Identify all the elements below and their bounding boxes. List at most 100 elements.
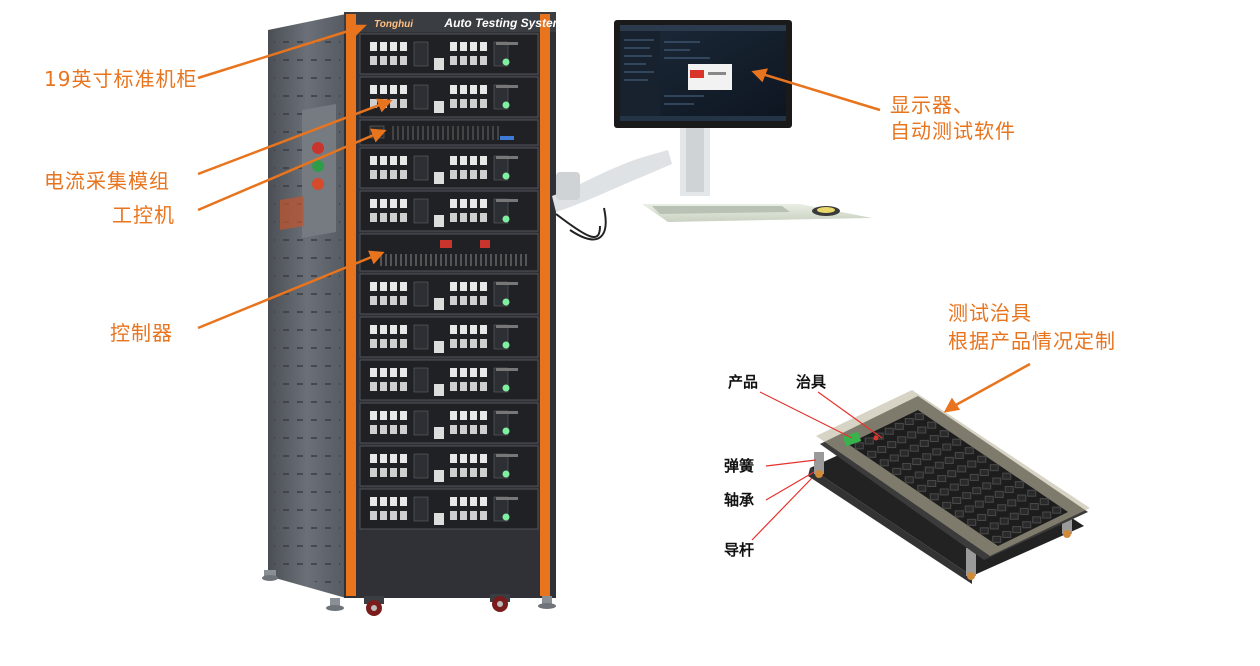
fixture-socket — [1019, 507, 1029, 515]
cabinet-feet — [262, 570, 556, 611]
fixture-socket — [1042, 511, 1052, 519]
fixture-socket — [1017, 494, 1027, 502]
fixture-socket — [1002, 472, 1012, 480]
controller-pointer — [197, 254, 375, 330]
label-product: 产品 — [728, 373, 759, 391]
fixture-socket — [927, 479, 937, 487]
side-control-panel — [302, 104, 336, 238]
current-module-pointer — [197, 102, 383, 176]
callout-rack: 19英寸标准机柜 — [44, 67, 198, 91]
fixture-socket — [959, 478, 969, 486]
callout-fixture-line1: 测试治具 — [948, 301, 1032, 325]
fixture-socket — [904, 476, 914, 484]
fixture-socket — [979, 527, 989, 535]
brand-logo-text: Tonghui — [374, 19, 414, 30]
fixture-socket — [899, 449, 909, 457]
fixture-socket — [894, 422, 904, 430]
jig-pointer — [817, 391, 883, 439]
fixture-socket — [947, 470, 957, 478]
fixture-socket — [952, 496, 962, 504]
fixture-socket — [989, 464, 999, 472]
fixture-socket — [934, 461, 944, 469]
fixture-socket — [907, 431, 917, 439]
fixture-socket — [1027, 489, 1037, 497]
test-fixture — [808, 390, 1090, 584]
fixture-socket — [964, 505, 974, 513]
callout-current-module: 电流采集模组 — [44, 169, 170, 193]
fixture-socket — [854, 442, 864, 450]
current-acquisition-module — [359, 359, 539, 401]
system-name-text: Auto Testing System — [444, 16, 564, 30]
industrial-pc — [359, 119, 539, 146]
fixture-socket — [949, 483, 959, 491]
orange-rail-right — [540, 14, 550, 596]
fixture-socket — [942, 443, 952, 451]
ipc-pointer — [197, 132, 377, 212]
label-jig: 治具 — [796, 373, 827, 391]
fixture-socket — [984, 495, 994, 503]
fixture-socket — [919, 439, 929, 447]
rack-modules — [359, 33, 539, 530]
bearing-pointer — [765, 471, 815, 501]
fixture-socket — [944, 456, 954, 464]
cabinet — [262, 12, 556, 616]
product-pointer — [759, 391, 853, 439]
fixture-socket — [977, 513, 987, 521]
current-acquisition-module — [359, 33, 539, 75]
callout-controller: 控制器 — [110, 321, 173, 345]
callout-lines — [197, 24, 1031, 413]
current-acquisition-module — [359, 76, 539, 118]
fixture-socket — [997, 504, 1007, 512]
controller-unit — [359, 233, 539, 272]
cabinet-brand-banner: Tonghui Auto Testing System — [374, 15, 563, 33]
fixture-socket — [929, 435, 939, 443]
fixture-socket — [937, 475, 947, 483]
fixture-socket — [979, 469, 989, 477]
fixture-pointer — [953, 362, 1031, 408]
fixture-socket — [992, 477, 1002, 485]
label-spring: 弹簧 — [724, 457, 755, 475]
fixture-socket — [879, 459, 889, 467]
fixture-socket — [1032, 516, 1042, 524]
fixture-socket — [1009, 512, 1019, 520]
fixture-socket — [974, 500, 984, 508]
fixture-socket — [917, 484, 927, 492]
fixture-socket — [954, 452, 964, 460]
fixture-socket — [994, 490, 1004, 498]
fixture-socket — [904, 418, 914, 426]
fixture-socket — [989, 522, 999, 530]
fixture-socket — [912, 458, 922, 466]
fixture-socket — [1052, 506, 1062, 514]
fixture-socket — [969, 473, 979, 481]
callout-ipc: 工控机 — [112, 203, 175, 227]
fixture-socket — [902, 462, 912, 470]
fixture-socket — [982, 482, 992, 490]
product-dut — [842, 431, 862, 447]
fixture-socket — [967, 518, 977, 526]
fixture-socket — [889, 454, 899, 462]
current-acquisition-module — [359, 190, 539, 232]
rack-pointer — [197, 26, 359, 80]
fixture-socket — [939, 488, 949, 496]
spring-pointer — [765, 459, 817, 467]
fixture-socket — [917, 426, 927, 434]
current-acquisition-module — [359, 316, 539, 358]
callout-fixture-line2: 根据产品情况定制 — [948, 329, 1116, 353]
orange-rail-left — [346, 14, 356, 596]
fixture-socket — [929, 493, 939, 501]
fixture-socket — [892, 467, 902, 475]
fixture-socket — [884, 427, 894, 435]
monitor-pointer — [761, 72, 881, 112]
fixture-socket — [897, 436, 907, 444]
fixture-socket — [877, 445, 887, 453]
fixture-label-lines — [751, 391, 883, 541]
fixture-socket — [887, 441, 897, 449]
fixture-socket — [1029, 503, 1039, 511]
fixture-socket — [942, 501, 952, 509]
fixture-socket — [924, 466, 934, 474]
fixture-socket — [1022, 521, 1032, 529]
current-acquisition-module — [359, 445, 539, 487]
fixture-socket — [987, 509, 997, 517]
callout-monitor-line1: 显示器、 — [890, 93, 974, 117]
fixture-socket — [914, 413, 924, 421]
